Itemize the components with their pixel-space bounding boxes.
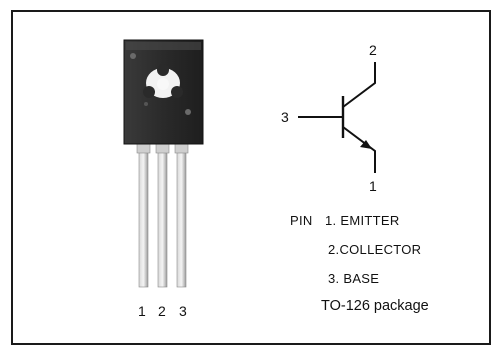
emitter-lead — [342, 126, 376, 173]
collector-terminal-label: 2 — [369, 42, 377, 58]
emitter-arrow — [360, 140, 372, 149]
package-pin-number-1: 1 — [138, 303, 146, 319]
package-pin-number-2: 2 — [158, 303, 166, 319]
base-terminal-label: 3 — [281, 109, 289, 125]
emitter-terminal-label: 1 — [369, 178, 377, 194]
pin-row-emitter: 1. EMITTER — [325, 213, 400, 228]
package-name: TO-126 package — [321, 298, 429, 314]
package-pin-number-3: 3 — [179, 303, 187, 319]
collector-lead — [342, 62, 376, 108]
diagram-frame — [11, 10, 491, 345]
pin-row-collector: 2.COLLECTOR — [328, 242, 422, 257]
transistor-body — [123, 39, 204, 145]
pin-list-prefix: PIN — [290, 213, 313, 228]
pin-row-base: 3. BASE — [328, 271, 380, 286]
